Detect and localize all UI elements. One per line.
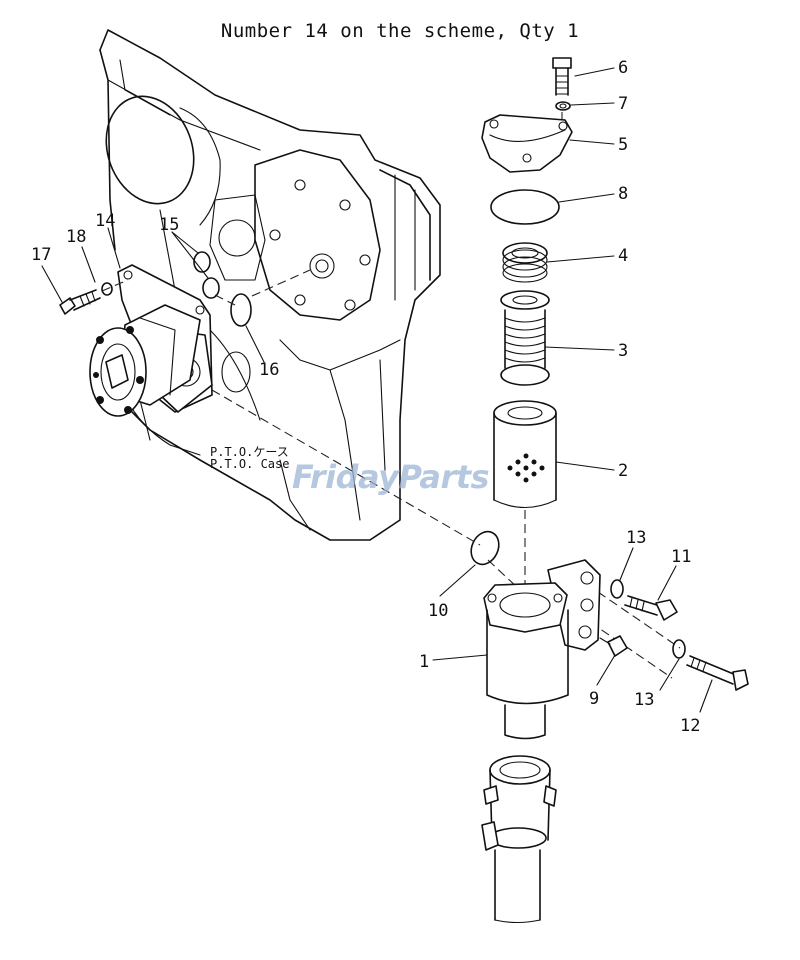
bolt-11 [624,595,678,621]
callout-12: 12 [680,716,700,736]
bolt-6 [552,57,572,96]
cover-5 [481,114,573,173]
filter-element-2 [493,400,557,508]
callout-3: 3 [618,341,628,361]
callout-6: 6 [618,58,628,78]
o-ring-16 [230,293,252,327]
spring-4 [502,242,548,283]
bolt-12 [686,655,749,691]
element-holder-3 [500,290,550,386]
pump-assembly [89,264,213,417]
diagram-title: Number 14 on the scheme, Qty 1 [220,20,580,42]
plug-9 [607,635,628,657]
callout-18: 18 [66,227,86,247]
o-ring-10 [470,530,500,566]
washer-7 [555,101,571,111]
callout-10: 10 [428,601,448,621]
callout-11: 11 [671,547,691,567]
callout-numbers: 6 7 5 8 4 3 2 1 10 9 13 11 13 12 14 15 1… [31,58,700,736]
callout-14: 14 [95,211,115,231]
callout-13-bottom: 13 [634,690,654,710]
washer-13b [672,639,686,659]
o-ring-15a [193,251,211,273]
watermark-logo: FridayParts [292,458,490,496]
callout-15: 15 [159,215,179,235]
callout-1: 1 [419,652,429,672]
callout-4: 4 [618,246,628,266]
outlet-pipe [481,755,557,924]
callout-2: 2 [618,461,628,481]
callout-13-top: 13 [626,528,646,548]
callout-7: 7 [618,94,628,114]
case-label-jp: P.T.O.ケース [210,445,289,459]
case-label-en: P.T.O. Case [210,457,289,471]
o-ring-8 [490,189,560,225]
pto-case-housing [99,29,441,541]
o-ring-15b [202,277,220,299]
filter-case-1 [483,559,601,740]
washer-18 [101,282,113,296]
callout-5: 5 [618,135,628,155]
leader-lines [41,67,713,713]
callout-9: 9 [589,689,599,709]
bolt-17 [59,289,101,315]
callout-17: 17 [31,245,51,265]
callout-8: 8 [618,184,628,204]
callout-16: 16 [259,360,279,380]
washer-13a [610,579,624,599]
